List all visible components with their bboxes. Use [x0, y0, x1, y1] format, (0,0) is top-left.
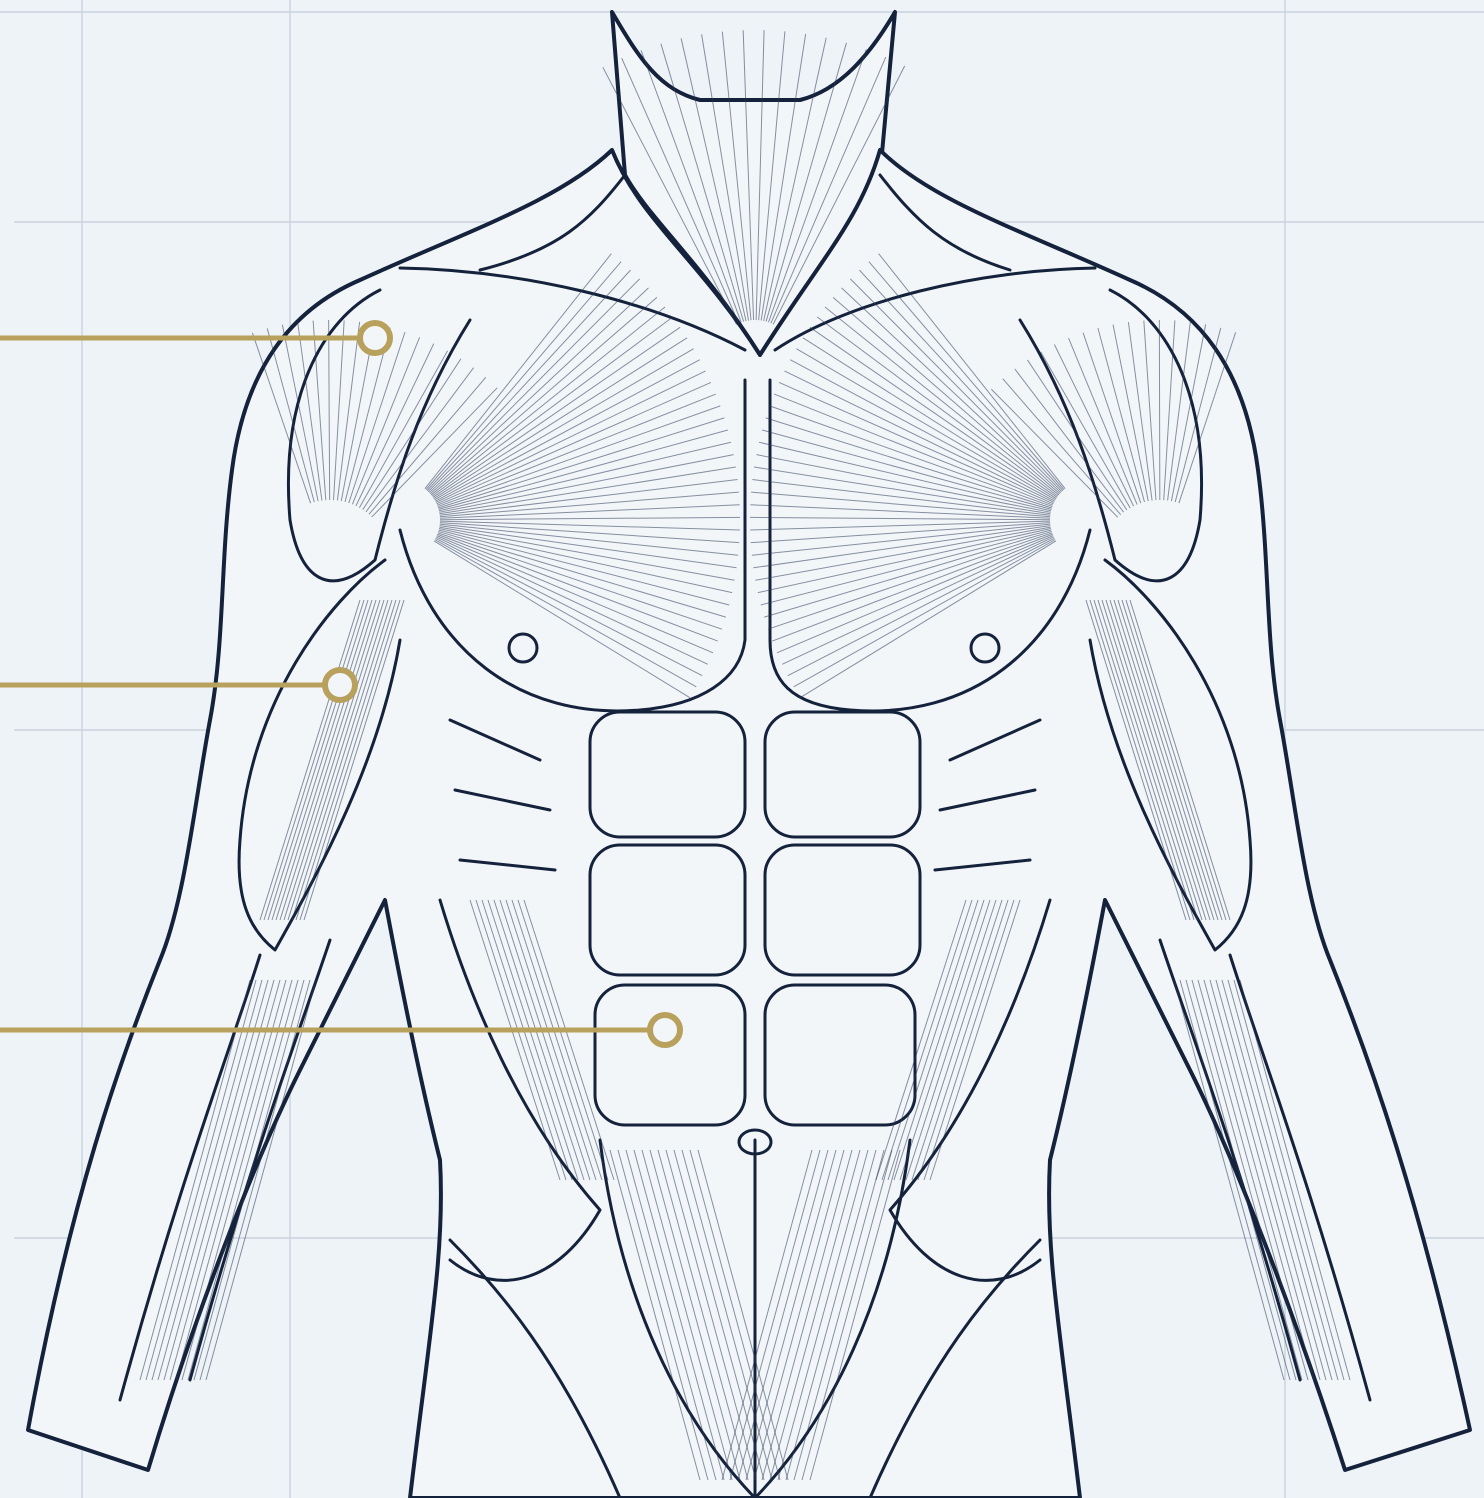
torso-outline — [28, 150, 1470, 1498]
torso-figure — [28, 12, 1470, 1498]
